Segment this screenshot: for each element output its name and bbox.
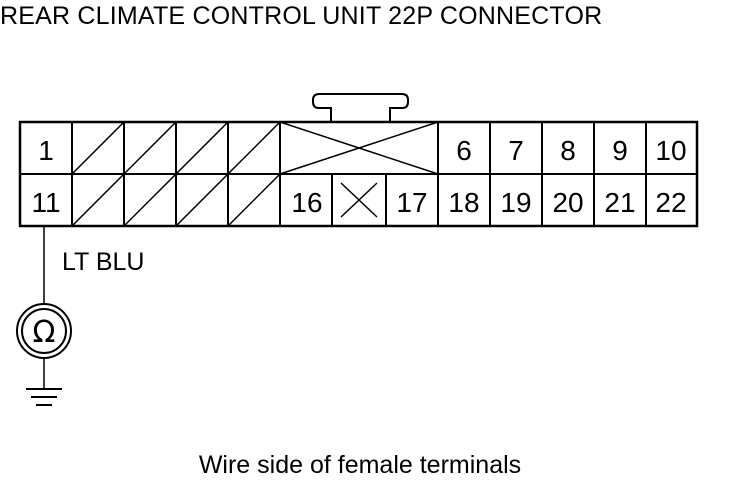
pin-label-20: 20 — [552, 187, 583, 218]
cell-blocked-x — [340, 182, 378, 218]
pin-label-17: 17 — [396, 187, 427, 218]
cell-unused-slash — [227, 121, 281, 175]
cell-22 — [645, 173, 698, 227]
pin-label-19: 19 — [500, 187, 531, 218]
pin-label-10: 10 — [655, 135, 686, 166]
pin-label-1: 1 — [38, 135, 54, 166]
pin-label-9: 9 — [612, 135, 628, 166]
cell-unused-slash — [227, 173, 281, 227]
cell-unused-slash — [71, 173, 125, 227]
cell-blocked-x — [279, 121, 439, 175]
diagram-title: REAR CLIMATE CONTROL UNIT 22P CONNECTOR — [0, 2, 603, 30]
top-row: 1 6 7 8 9 10 — [19, 121, 698, 175]
bottom-row: 11 16 17 18 19 20 21 22 — [19, 173, 698, 227]
pin-label-6: 6 — [456, 135, 472, 166]
cell-unused-slash — [175, 121, 229, 175]
diagram-caption: Wire side of female terminals — [198, 451, 522, 479]
pin-label-18: 18 — [448, 187, 479, 218]
ohm-symbol: Ω — [33, 315, 56, 350]
ohmmeter-icon: Ω — [16, 303, 72, 359]
cell-unused-slash — [175, 173, 229, 227]
pin-label-16: 16 — [291, 187, 322, 218]
cell-unused-slash — [71, 121, 125, 175]
pin-label-21: 21 — [604, 187, 635, 218]
pin-label-11: 11 — [31, 187, 60, 218]
wire-color-label: LT BLU — [62, 248, 144, 276]
ground-icon — [26, 388, 62, 406]
cell-unused-slash — [123, 121, 177, 175]
cell-unused-slash — [123, 173, 177, 227]
pin-label-8: 8 — [560, 135, 576, 166]
pin-label-7: 7 — [508, 135, 524, 166]
connector-latch — [312, 93, 409, 122]
pin-label-22: 22 — [655, 187, 686, 218]
